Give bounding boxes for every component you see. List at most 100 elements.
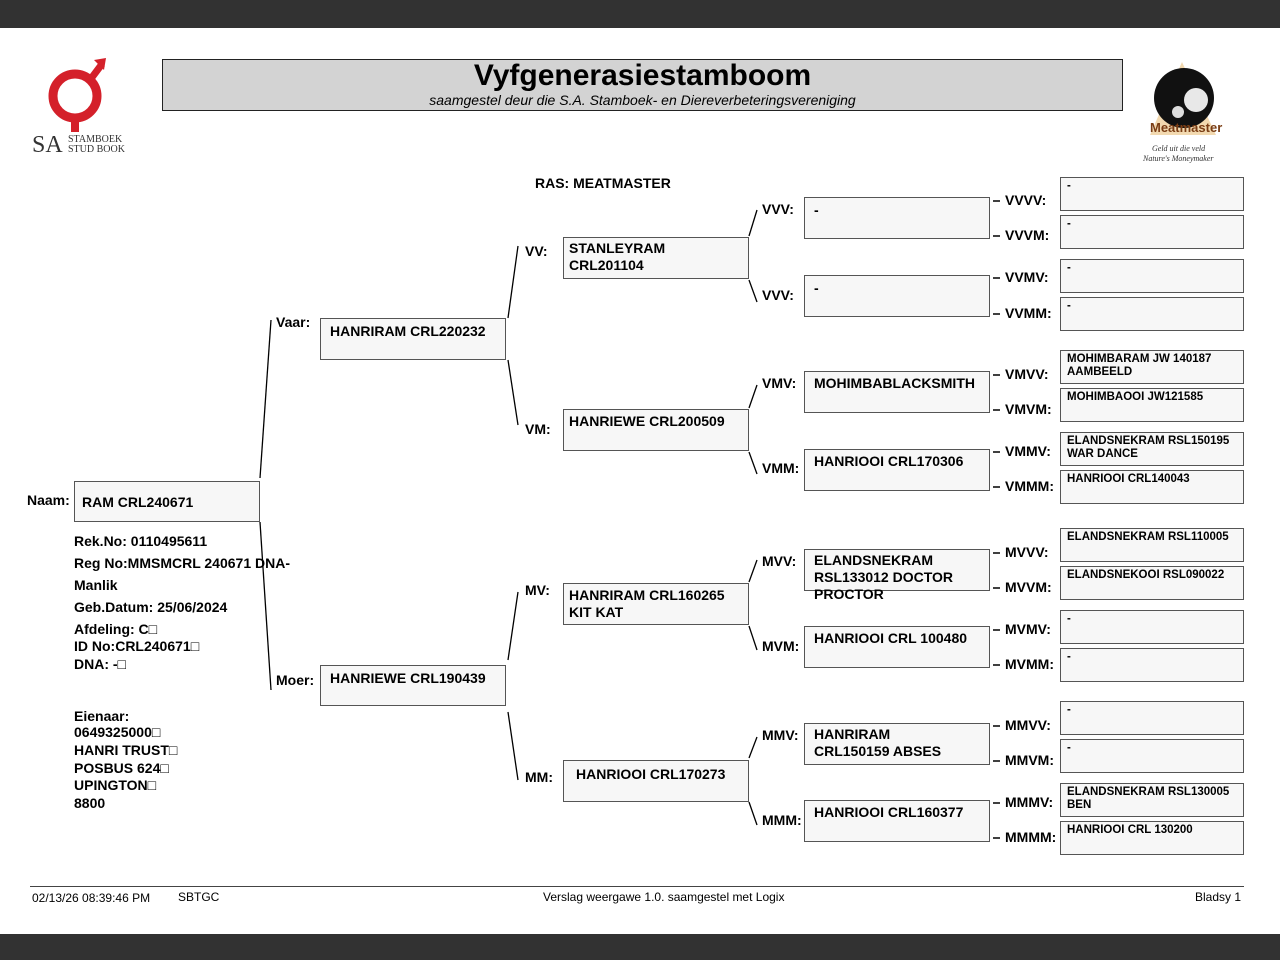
gen4-box: HANRIOOI CRL 130200: [1060, 821, 1244, 855]
gen4-name: ELANDSNEKRAM RSL150195 WAR DANCE: [1067, 435, 1230, 460]
gen4-name: -: [1067, 742, 1071, 754]
dam-label: Moer:: [276, 672, 315, 688]
gen4-name: ELANDSNEKRAM RSL130005 BEN: [1067, 786, 1230, 811]
mvv-label: MVV:: [762, 553, 797, 569]
vvm-label: VVV:: [762, 287, 794, 303]
meatmaster-name: Meatmaster: [1150, 120, 1223, 135]
gen4-box: ELANDSNEKOOI RSL090022: [1060, 566, 1244, 600]
sire-box: HANRIRAM CRL220232: [320, 318, 506, 360]
sa-stud-book-logo: SA STAMBOEK STUD BOOK: [30, 56, 140, 160]
mmm-name: HANRIOOI CRL160377: [814, 804, 964, 820]
gen4-name: -: [1067, 613, 1071, 625]
gen4-box: HANRIOOI CRL140043: [1060, 470, 1244, 504]
gen4-label: VVVM:: [1005, 227, 1050, 243]
vmv-label: VMV:: [762, 375, 797, 391]
vm-box: HANRIEWE CRL200509: [563, 409, 749, 451]
mmv-label: MMV:: [762, 727, 799, 743]
gen4-label: VMMV:: [1005, 443, 1051, 459]
vv-name: STANLEYRAM CRL201104: [569, 240, 666, 273]
gen4-name: HANRIOOI CRL 130200: [1067, 824, 1193, 836]
footer-report: Verslag weergawe 1.0. saamgestel met Log…: [543, 890, 785, 904]
gen4-box: MOHIMBAOOI JW121585: [1060, 388, 1244, 422]
gen4-box: -: [1060, 701, 1244, 735]
gen4-name: -: [1067, 262, 1071, 274]
animal-name-box: RAM CRL240671: [74, 481, 260, 522]
id-no: ID No:CRL240671□: [74, 638, 200, 654]
owner-label: Eienaar:: [74, 708, 130, 724]
gen4-label: VVMV:: [1005, 269, 1049, 285]
viewer-bottom-bar: [0, 934, 1280, 960]
gen4-label: VMVM:: [1005, 401, 1052, 417]
name-label: Naam:: [27, 492, 70, 508]
vmm-name: HANRIOOI CRL170306: [814, 453, 964, 469]
mvv-box: ELANDSNEKRAM RSL133012 DOCTOR PROCTOR: [804, 549, 990, 602]
gen4-box: MOHIMBARAM JW 140187 AAMBEELD: [1060, 350, 1244, 384]
gen4-box: -: [1060, 610, 1244, 644]
footer-datetime: 02/13/26 08:39:46 PM: [32, 891, 151, 905]
gen4-name: MOHIMBARAM JW 140187 AAMBEELD: [1067, 353, 1212, 378]
animal-name: RAM CRL240671: [82, 494, 194, 510]
gen4-label: MVMM:: [1005, 656, 1054, 672]
breed-label: RAS: MEATMASTER: [535, 175, 671, 191]
mvv-name: ELANDSNEKRAM RSL133012 DOCTOR PROCTOR: [814, 552, 954, 602]
gen4-box: ELANDSNEKRAM RSL130005 BEN: [1060, 783, 1244, 817]
vvv-label: VVV:: [762, 201, 794, 217]
rek-no: Rek.No: 0110495611: [74, 533, 208, 549]
footer-page: Bladsy 1: [1195, 890, 1242, 904]
dam-name: HANRIEWE CRL190439: [330, 670, 486, 686]
logo-stamboek-text: STAMBOEK: [68, 134, 123, 145]
vmm-box: HANRIOOI CRL170306: [804, 449, 990, 491]
gen4-label: MMMM:: [1005, 829, 1057, 845]
gen4-box: -: [1060, 297, 1244, 331]
gen4-label: VMVV:: [1005, 366, 1049, 382]
vmm-label: VMM:: [762, 460, 800, 476]
stud-symbol-icon: [48, 58, 106, 132]
mmv-name: HANRIRAM CRL150159 ABSES: [814, 726, 942, 759]
vvv-name: -: [814, 202, 819, 218]
mv-box: HANRIRAM CRL160265 KIT KAT: [563, 583, 749, 625]
owner-line: HANRI TRUST□: [74, 742, 178, 758]
vv-box: STANLEYRAM CRL201104: [563, 237, 749, 279]
mm-box: HANRIOOI CRL170273: [563, 760, 749, 802]
sire-label: Vaar:: [276, 314, 311, 330]
gen4-name: -: [1067, 218, 1071, 230]
vvv-box: -: [804, 197, 990, 239]
meatmaster-tagline-1: Geld uit die veld: [1152, 144, 1206, 153]
afdeling: Afdeling: C□: [74, 621, 158, 637]
meatmaster-tagline-2: Nature's Moneymaker: [1143, 154, 1214, 163]
gen4-label: MMVV:: [1005, 717, 1051, 733]
gen4-name: ELANDSNEKOOI RSL090022: [1067, 569, 1225, 581]
vmv-box: MOHIMBABLACKSMITH: [804, 371, 990, 413]
gen4-box: -: [1060, 259, 1244, 293]
logo-studbook-text: STUD BOOK: [68, 144, 125, 155]
mmv-box: HANRIRAM CRL150159 ABSES: [804, 723, 990, 765]
mvm-box: HANRIOOI CRL 100480: [804, 626, 990, 668]
mmm-label: MMM:: [762, 812, 802, 828]
gen4-name: ELANDSNEKRAM RSL110005: [1067, 531, 1229, 543]
footer-rule: [30, 886, 1244, 887]
owner-line: POSBUS 624□: [74, 760, 169, 776]
gen4-label: VMMM:: [1005, 478, 1054, 494]
mv-name: HANRIRAM CRL160265 KIT KAT: [569, 587, 725, 620]
gen4-name: -: [1067, 651, 1071, 663]
logo-sa-text: SA: [32, 132, 63, 158]
mmm-box: HANRIOOI CRL160377: [804, 800, 990, 842]
gen4-box: -: [1060, 215, 1244, 249]
page-title: Vyfgenerasiestamboom: [473, 59, 812, 92]
vm-label: VM:: [525, 421, 551, 437]
gen4-box: -: [1060, 739, 1244, 773]
page-subtitle: saamgestel deur die S.A. Stamboek- en Di…: [429, 92, 856, 108]
mvm-label: MVM:: [762, 638, 800, 654]
owner-line: 0649325000□: [74, 724, 161, 740]
gen4-box: -: [1060, 648, 1244, 682]
gen4-name: -: [1067, 180, 1071, 192]
reg-no: Reg No:MMSMCRL 240671 DNA-: [74, 555, 290, 571]
vm-name: HANRIEWE CRL200509: [569, 413, 725, 429]
footer-code: SBTGC: [178, 890, 220, 904]
gen4-box: ELANDSNEKRAM RSL110005: [1060, 528, 1244, 562]
gen4-label: VVMM:: [1005, 305, 1052, 321]
birth-date: Geb.Datum: 25/06/2024: [74, 599, 228, 615]
vv-label: VV:: [525, 243, 548, 259]
dam-box: HANRIEWE CRL190439: [320, 665, 506, 706]
